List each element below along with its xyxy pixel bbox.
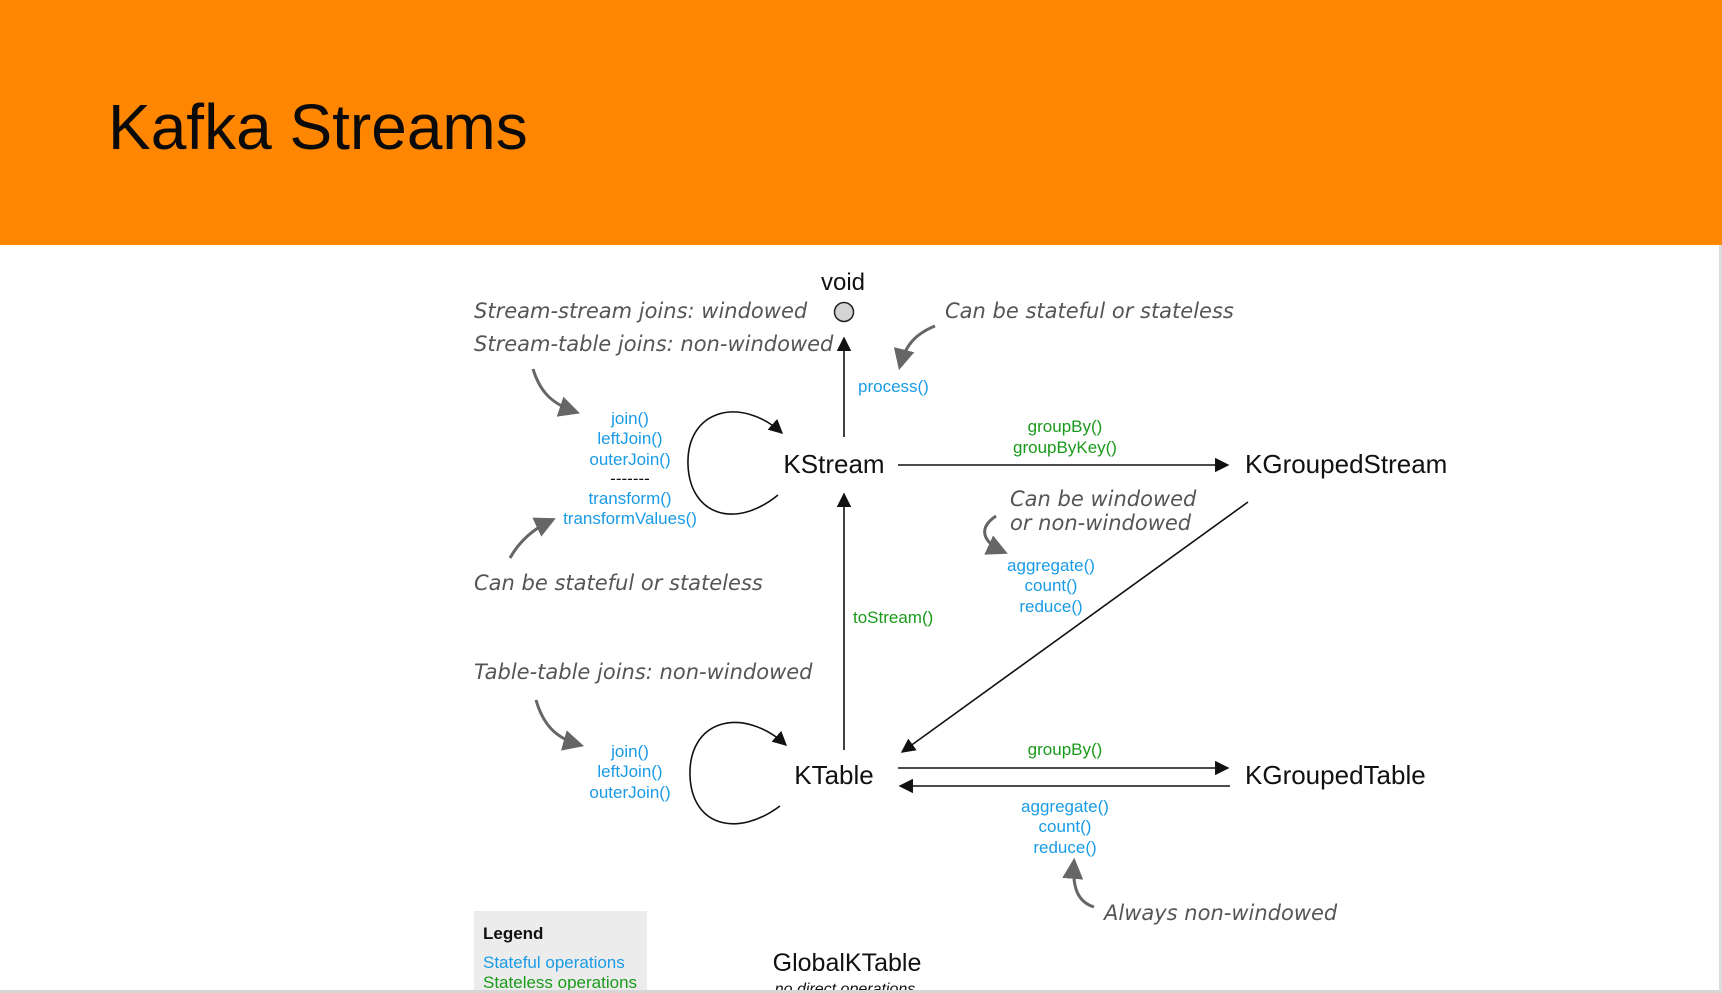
note-arrow-always [1062, 857, 1095, 909]
legend-stateless: Stateless operations [483, 973, 637, 992]
op-table-groupby: groupBy() [1028, 740, 1103, 759]
kstream-self-loop [687, 411, 784, 515]
node-globalktable: GlobalKTable [773, 949, 922, 977]
node-void: void [821, 269, 865, 296]
op-table-join: join() [610, 742, 649, 761]
slide-bottom-edge [0, 990, 1722, 993]
note-windowed-1: Can be windowed [1010, 487, 1197, 511]
op-tostream: toStream() [853, 608, 933, 627]
legend-box [474, 911, 647, 993]
op-join: join() [610, 409, 649, 428]
slide-title: Kafka Streams [108, 91, 528, 163]
op-table-reduce: reduce() [1033, 838, 1096, 857]
note-stream-table: Stream-table joins: non-windowed [474, 332, 834, 356]
note-table-table: Table-table joins: non-windowed [474, 660, 813, 684]
legend-stateful: Stateful operations [483, 953, 625, 972]
op-groupbykey: groupByKey() [1013, 438, 1117, 457]
note-arrow-process [893, 324, 936, 371]
node-kgroupedstream: KGroupedStream [1245, 449, 1447, 479]
title-banner [0, 0, 1722, 245]
slide-edge-shadow [1719, 245, 1722, 993]
op-table-aggregate: aggregate() [1021, 797, 1109, 816]
kstream-self-ops: join() leftJoin() outerJoin() ------- tr… [563, 409, 697, 528]
op-aggregate: aggregate() [1007, 556, 1095, 575]
grouped-stream-agg-ops: aggregate() count() reduce() [1007, 556, 1095, 616]
node-kstream: KStream [783, 449, 884, 479]
op-table-count: count() [1039, 817, 1092, 836]
node-ktable: KTable [794, 760, 874, 790]
ktable-self-loop [689, 721, 788, 825]
op-process: process() [858, 377, 929, 396]
ktable-self-ops: join() leftJoin() outerJoin() [589, 742, 670, 802]
note-windowed-2: or non-windowed [1010, 511, 1192, 535]
op-transform: transform() [588, 489, 671, 508]
grouped-table-agg-ops: aggregate() count() reduce() [1021, 797, 1109, 857]
void-terminal-circle [833, 301, 855, 323]
note-arrow-transform [508, 517, 556, 559]
op-outerjoin: outerJoin() [589, 450, 670, 469]
groupby-stream-ops: groupBy() groupByKey() [1013, 417, 1117, 457]
note-arrow-table-joins [534, 699, 585, 751]
edge-kgroupedstream-to-ktable [900, 501, 1249, 753]
note-process: Can be stateful or stateless [945, 299, 1234, 323]
note-arrow-windowed [983, 514, 1008, 555]
op-transformvalues: transformValues() [563, 509, 697, 528]
op-groupby: groupBy() [1028, 417, 1103, 436]
op-reduce: reduce() [1019, 597, 1082, 616]
node-kgroupedtable: KGroupedTable [1245, 760, 1426, 790]
legend-title: Legend [483, 924, 543, 943]
op-separator: ------- [610, 469, 650, 488]
note-transform: Can be stateful or stateless [474, 571, 763, 595]
op-table-outerjoin: outerJoin() [589, 783, 670, 802]
op-leftjoin: leftJoin() [597, 429, 662, 448]
note-arrow-stream-joins [531, 368, 580, 417]
op-count: count() [1025, 576, 1078, 595]
note-stream-stream: Stream-stream joins: windowed [474, 299, 808, 323]
note-always: Always non-windowed [1102, 901, 1338, 925]
op-table-leftjoin: leftJoin() [597, 762, 662, 781]
